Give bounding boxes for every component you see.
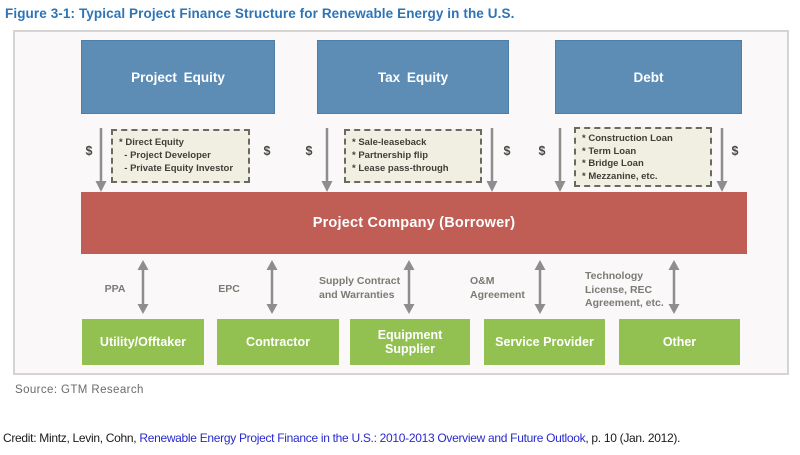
double-arrow-icon [137,260,149,314]
debt-details-box: * Construction Loan * Term Loan * Bridge… [574,127,712,187]
ppa-label: PPA [104,283,126,295]
project-company-label: Project Company (Borrower) [312,215,516,231]
down-arrow-icon [554,128,566,192]
utility-offtaker-box: Utility/Offtaker [82,319,204,365]
debt-box: Debt [555,40,742,114]
dollar-sign: $ [263,144,271,158]
diagram-canvas: Project Equity Tax Equity Debt $ $ $ $ $… [13,30,789,375]
supply-contract-label: Supply Contract and Warranties [319,275,401,301]
down-arrow-icon [486,128,498,192]
debt-label: Debt [633,69,664,85]
detail-line: * Construction Loan [582,133,673,144]
double-arrow-icon [266,260,278,314]
tax-equity-details-box: * Sale-leaseback * Partnership flip * Le… [344,129,482,183]
service-provider-box: Service Provider [484,319,605,365]
credit-link[interactable]: Renewable Energy Project Finance in the … [139,431,586,445]
source-note: Source: GTM Research [15,384,144,396]
other-label: Other [662,335,697,349]
service-provider-label: Service Provider [495,335,594,349]
om-agreement-label: O&M Agreement [470,275,525,301]
project-equity-label: Project Equity [131,69,225,85]
down-arrow-icon [95,128,107,192]
dollar-sign: $ [503,144,511,158]
double-arrow-icon [534,260,546,314]
technology-license-label: Technology License, REC Agreement, etc. [585,270,664,309]
dollar-sign: $ [305,144,313,158]
contractor-box: Contractor [217,319,339,365]
equipment-supplier-box: Equipment Supplier [350,319,470,365]
dollar-sign: $ [731,144,739,158]
epc-label: EPC [218,283,240,295]
detail-line: * Lease pass-through [352,163,449,174]
dollar-sign: $ [85,144,93,158]
project-equity-box: Project Equity [81,40,275,114]
credit-line: Credit: Mintz, Levin, Cohn, Renewable En… [3,431,798,445]
credit-prefix: Credit: Mintz, Levin, Cohn, [3,431,140,445]
figure-title: Figure 3-1: Typical Project Finance Stru… [5,6,515,21]
detail-line: * Partnership flip [352,150,429,161]
credit-suffix: , p. 10 (Jan. 2012). [585,431,681,445]
detail-line: * Sale-leaseback [352,137,427,148]
detail-line: - Private Equity Investor [119,163,234,174]
down-arrow-icon [321,128,333,192]
other-box: Other [619,319,740,365]
project-equity-details-box: * Direct Equity - Project Developer - Pr… [111,129,250,183]
utility-offtaker-label: Utility/Offtaker [99,335,187,349]
double-arrow-icon [668,260,680,314]
equipment-supplier-label: Equipment Supplier [377,328,443,356]
double-arrow-icon [403,260,415,314]
detail-line: - Project Developer [119,150,211,161]
detail-line: * Direct Equity [119,137,184,148]
project-company-box: Project Company (Borrower) [81,192,747,254]
detail-line: * Mezzanine, etc. [582,170,658,182]
contractor-label: Contractor [246,335,310,349]
tax-equity-box: Tax Equity [317,40,509,114]
dollar-sign: $ [538,144,546,158]
tax-equity-label: Tax Equity [377,69,449,85]
down-arrow-icon [716,128,728,192]
detail-line: * Bridge Loan [582,158,644,169]
detail-line: * Term Loan [582,145,637,157]
